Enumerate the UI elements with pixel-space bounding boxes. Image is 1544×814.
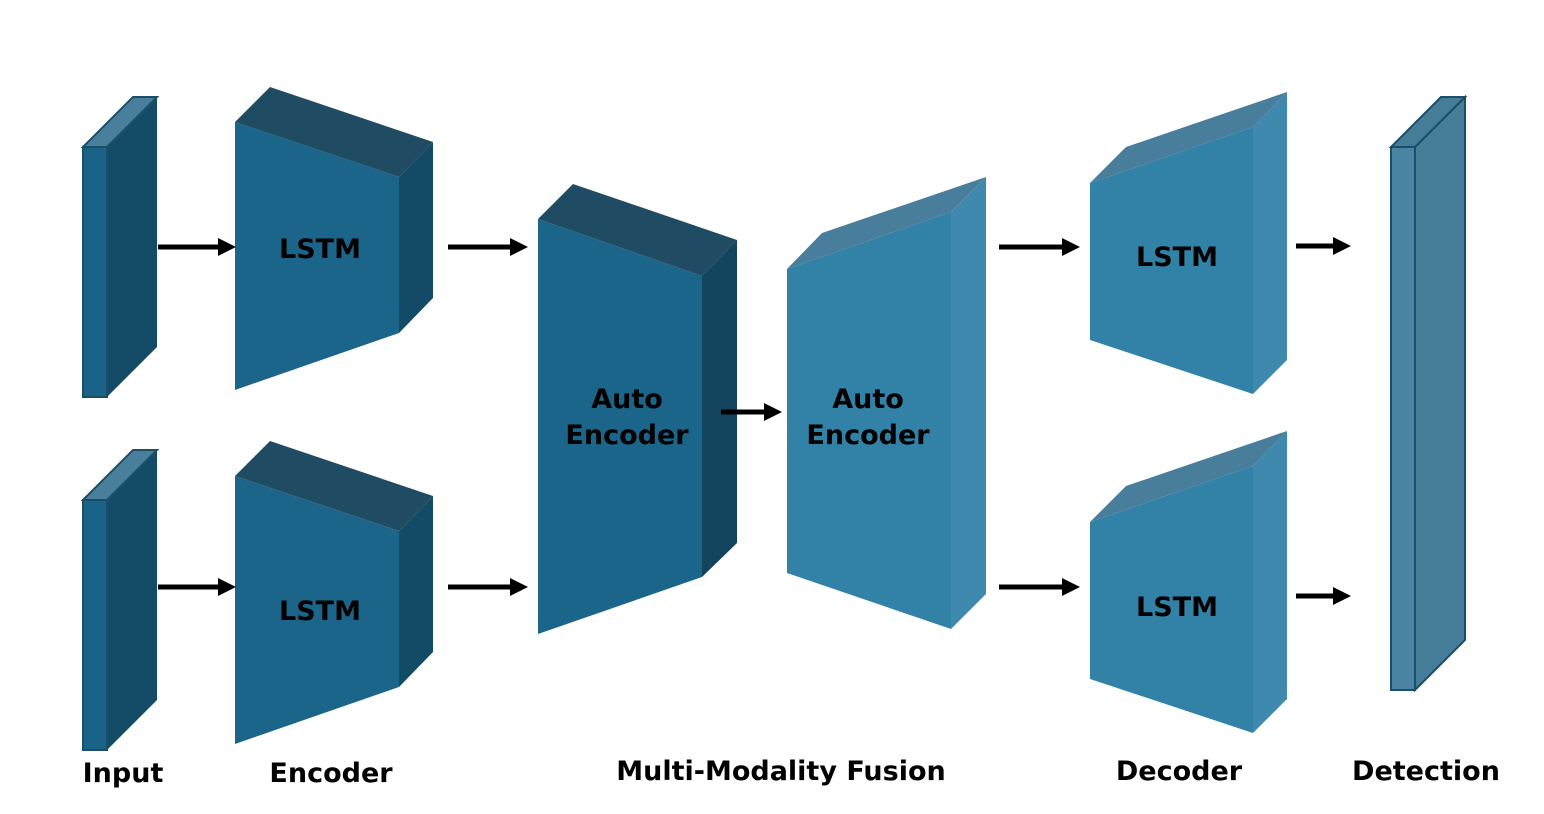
fusion-autoencoder-left: Auto Encoder (538, 184, 737, 634)
fusion-autoencoder-right-side (951, 177, 986, 629)
stage-label-encoder: Encoder (269, 758, 393, 789)
fusion-autoencoder-right-label-line1: Auto (832, 384, 904, 415)
decoder-lstm-bottom: LSTM (1090, 431, 1287, 733)
arrow-encoder-bottom-to-fusion (448, 578, 528, 596)
decoder-lstm-bottom-side (1253, 431, 1287, 733)
encoder-lstm-top: LSTM (235, 87, 433, 390)
encoder-lstm-top-label: LSTM (279, 234, 361, 265)
input-slab-top-side (107, 97, 157, 397)
arrow-input-to-encoder-top (158, 238, 236, 256)
fusion-autoencoder-left-side (702, 240, 737, 577)
encoder-lstm-bottom-label: LSTM (279, 596, 361, 627)
input-slab-bottom-front (82, 499, 108, 751)
encoder-lstm-top-side (399, 142, 433, 333)
fusion-autoencoder-left-face (538, 219, 702, 634)
decoder-lstm-bottom-cap (1090, 431, 1287, 522)
fusion-autoencoder-right: Auto Encoder (787, 177, 986, 629)
arrow-fusion-left-to-right (721, 403, 782, 421)
arrow-encoder-top-to-fusion (448, 238, 528, 256)
input-slab-bottom-side (107, 450, 157, 750)
stage-label-fusion: Multi-Modality Fusion (616, 756, 946, 787)
fusion-autoencoder-left-label-line2: Encoder (565, 420, 689, 451)
encoder-lstm-bottom-side (399, 496, 433, 687)
decoder-lstm-top-cap (1090, 92, 1287, 183)
fusion-autoencoder-left-cap (538, 184, 737, 276)
fusion-autoencoder-left-label-line1: Auto (591, 384, 663, 415)
stage-label-detection: Detection (1352, 756, 1500, 787)
arrow-fusion-to-decoder-bottom (999, 578, 1080, 596)
encoder-lstm-bottom-face (235, 476, 399, 744)
fusion-autoencoder-right-label-line2: Encoder (806, 420, 930, 451)
fusion-autoencoder-right-cap (787, 177, 986, 269)
decoder-lstm-top-face (1090, 127, 1253, 394)
decoder-lstm-top: LSTM (1090, 92, 1287, 394)
arrow-decoder-bottom-to-detection (1296, 587, 1351, 605)
encoder-lstm-bottom-cap (235, 441, 433, 531)
arrow-decoder-top-to-detection (1296, 237, 1351, 255)
arrow-input-to-encoder-bottom (158, 578, 236, 596)
input-slab-bottom (80, 449, 160, 751)
decoder-lstm-top-label: LSTM (1136, 242, 1218, 273)
input-slab-top (80, 96, 160, 398)
stage-label-input: Input (83, 758, 164, 789)
detection-slab (1388, 94, 1468, 693)
detection-slab-side (1414, 94, 1466, 693)
arrow-fusion-to-decoder-top (999, 238, 1080, 256)
detection-slab-front (1390, 146, 1416, 691)
decoder-lstm-bottom-face (1090, 466, 1253, 733)
fusion-autoencoder-right-face (787, 212, 951, 629)
decoder-lstm-top-side (1253, 92, 1287, 394)
encoder-lstm-top-face (235, 122, 399, 390)
input-slab-top-front (82, 146, 108, 398)
stage-label-decoder: Decoder (1116, 756, 1243, 787)
encoder-lstm-bottom: LSTM (235, 441, 433, 744)
encoder-lstm-top-cap (235, 87, 433, 177)
decoder-lstm-bottom-label: LSTM (1136, 592, 1218, 623)
